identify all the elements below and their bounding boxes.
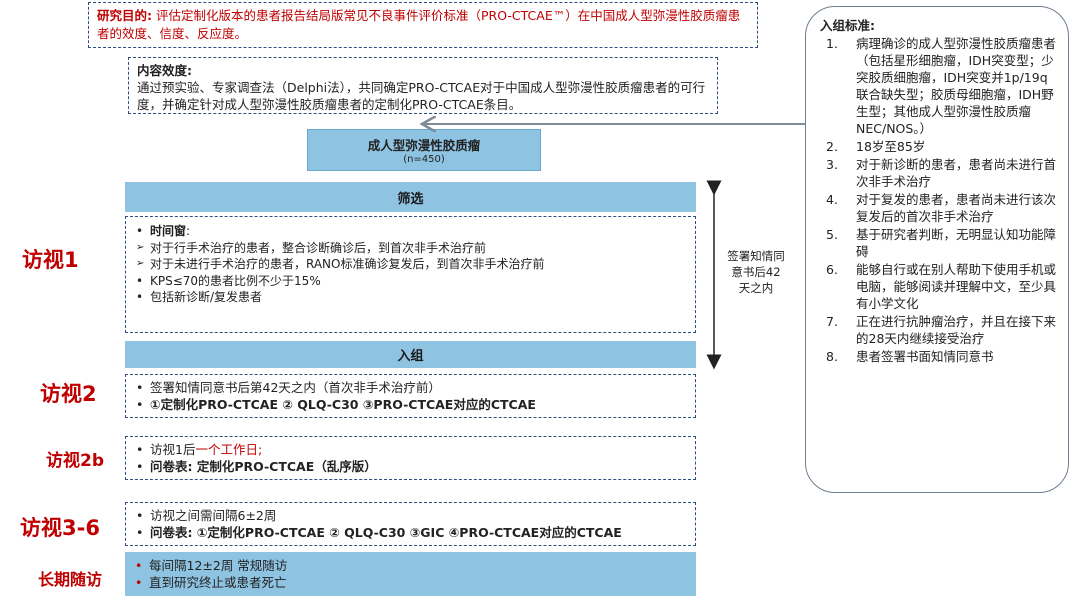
bullet: • [136,459,144,474]
cohort-title: 成人型弥漫性胶质瘤 [367,138,481,153]
purpose-text: 评估定制化版本的患者报告结局版常见不良事件评价标准（PRO-CTCAE™）在中国… [97,8,741,41]
visit2-box: • 签署知情同意书后第42天之内（首次非手术治疗前） • ①定制化PRO-CTC… [125,374,696,418]
screening-item: ➢ 对于行手术治疗的患者，整合诊断确诊后，到首次非手术治疗前 [136,240,685,257]
enroll-bar: 入组 [125,341,696,368]
visit36-box: • 访视之间需间隔6±2周 • 问卷表: ①定制化PRO-CTCAE ② QLQ… [125,502,696,546]
criteria-item: 5. 基于研究者判断，无明显认知功能障碍 [820,226,1058,260]
criteria-text: 患者签署书面知情同意书 [856,349,994,364]
screening-bullet-text: KPS≤70的患者比例不少于15% [150,273,321,288]
visit2b-line1b: 一个工作日; [195,442,263,457]
time-window-colon: : [186,224,191,238]
time-window-row: • 时间窗: [136,223,685,240]
visit1-label: 访视1 [22,248,79,272]
longterm-box: • 每间隔12±2周 常规随访 • 直到研究终止或患者死亡 [125,552,696,596]
time-window-label: 时间窗 [150,224,187,238]
longterm-line: • 直到研究终止或患者死亡 [135,574,686,591]
visit2b-line: • 访视1后一个工作日; [136,441,685,458]
visit2-line2: ①定制化PRO-CTCAE ② QLQ-C30 ③PRO-CTCAE对应的CTC… [150,397,536,412]
bullet: • [136,525,144,540]
bullet: • [135,558,143,573]
visit36-label: 访视3-6 [20,516,100,540]
visit2-line: • 签署知情同意书后第42天之内（首次非手术治疗前） [136,379,685,396]
criteria-item: 4. 对于复发的患者，患者尚未进行该次复发后的首次非手术治疗 [820,191,1058,225]
screening-item-text: 对于行手术治疗的患者，整合诊断确诊后，到首次非手术治疗前 [150,240,487,255]
bullet: • [136,290,144,304]
criteria-num: 6. [826,262,838,277]
purpose-box: 研究目的: 评估定制化版本的患者报告结局版常见不良事件评价标准（PRO-CTCA… [88,2,758,48]
criteria-num: 4. [826,192,838,207]
criteria-text: 基于研究者判断，无明显认知功能障碍 [856,227,1057,259]
visit36-line: • 访视之间需间隔6±2周 [136,507,685,524]
visit2-line: • ①定制化PRO-CTCAE ② QLQ-C30 ③PRO-CTCAE对应的C… [136,396,685,413]
criteria-text: 能够自行或在别人帮助下使用手机或电脑，能够阅读并理解中文，至少具有小学文化 [856,262,1057,311]
cohort-box: 成人型弥漫性胶质瘤 (n=450) [307,129,541,171]
longterm-line: • 每间隔12±2周 常规随访 [135,557,686,574]
visit2-label: 访视2 [40,382,97,406]
screening-item-text: 对于未进行手术治疗的患者，RANO标准确诊复发后，到首次非手术治疗前 [150,257,545,271]
arrow-bullet-icon: ➢ [136,241,145,253]
criteria-num: 8. [826,349,838,364]
criteria-text: 正在进行抗肿瘤治疗，并且在接下来的28天内继续接受治疗 [856,314,1057,346]
bullet: • [136,380,144,395]
arrow-bullet-icon: ➢ [136,258,145,269]
visit36-line2: 问卷表: ①定制化PRO-CTCAE ② QLQ-C30 ③GIC ④PRO-C… [150,525,622,540]
criteria-text: 18岁至85岁 [856,139,926,154]
screening-bullet-text: 包括新诊断/复发患者 [150,290,263,304]
criteria-num: 3. [826,157,838,172]
criteria-num: 1. [826,36,838,51]
criteria-header: 入组标准: [820,18,875,33]
longterm-label: 长期随访 [38,570,103,589]
criteria-item: 2. 18岁至85岁 [820,138,1058,155]
criteria-num: 5. [826,227,838,242]
screening-bar: 筛选 [125,182,696,212]
visit2b-box: • 访视1后一个工作日; • 问卷表: 定制化PRO-CTCAE（乱序版） [125,436,696,480]
criteria-item: 6. 能够自行或在别人帮助下使用手机或电脑，能够阅读并理解中文，至少具有小学文化 [820,261,1058,312]
bullet: • [136,224,144,238]
screening-bullet: • KPS≤70的患者比例不少于15% [136,273,685,290]
visit2b-label: 访视2b [46,451,104,471]
visit2b-line2: 问卷表: 定制化PRO-CTCAE（乱序版） [150,459,377,474]
bullet: • [136,442,144,457]
criteria-num: 2. [826,139,838,154]
bullet: • [136,397,144,412]
visit36-line1: 访视之间需间隔6±2周 [150,508,277,523]
criteria-item: 1. 病理确诊的成人型弥漫性胶质瘤患者（包括星形细胞瘤，IDH突变型；少突胶质细胞… [820,35,1058,137]
criteria-item: 3. 对于新诊断的患者，患者尚未进行首次非手术治疗 [820,156,1058,190]
criteria-num: 7. [826,314,838,329]
criteria-text: 病理确诊的成人型弥漫性胶质瘤患者（包括星形细胞瘤，IDH突变型；少突胶质细胞瘤，… [856,36,1057,136]
visit36-line: • 问卷表: ①定制化PRO-CTCAE ② QLQ-C30 ③GIC ④PRO… [136,524,685,541]
content-validity-box: 内容效度: 通过预实验、专家调查法（Delphi法），共同确定PRO-CTCAE… [128,57,718,114]
cohort-size: (n=450) [403,154,445,165]
bullet: • [136,508,144,523]
longterm-line2: 直到研究终止或患者死亡 [149,575,287,590]
longterm-line1: 每间隔12±2周 常规随访 [149,558,288,573]
screening-item: ➢ 对于未进行手术治疗的患者，RANO标准确诊复发后，到首次非手术治疗前 [136,256,685,273]
criteria-item: 8. 患者签署书面知情同意书 [820,348,1058,365]
visit2-line1: 签署知情同意书后第42天之内（首次非手术治疗前） [150,380,441,395]
screening-box: • 时间窗: ➢ 对于行手术治疗的患者，整合诊断确诊后，到首次非手术治疗前 ➢ … [125,216,696,333]
visit2b-line: • 问卷表: 定制化PRO-CTCAE（乱序版） [136,458,685,475]
bullet: • [136,273,144,288]
content-validity-label: 内容效度: [137,63,192,78]
screening-bullet: • 包括新诊断/复发患者 [136,289,685,306]
criteria-text: 对于新诊断的患者，患者尚未进行首次非手术治疗 [856,157,1057,189]
purpose-label: 研究目的: [97,8,152,23]
bullet: • [135,575,143,590]
inclusion-criteria-box: 入组标准: 1. 病理确诊的成人型弥漫性胶质瘤患者（包括星形细胞瘤，IDH突变型；… [805,6,1069,493]
criteria-text: 对于复发的患者，患者尚未进行该次复发后的首次非手术治疗 [856,192,1057,224]
consent-window-note: 签署知情同意书后42天之内 [727,249,785,295]
visit2b-line1a: 访视1后 [150,442,196,457]
criteria-item: 7. 正在进行抗肿瘤治疗，并且在接下来的28天内继续接受治疗 [820,313,1058,347]
content-validity-text: 通过预实验、专家调查法（Delphi法），共同确定PRO-CTCAE对于中国成人… [137,80,706,112]
